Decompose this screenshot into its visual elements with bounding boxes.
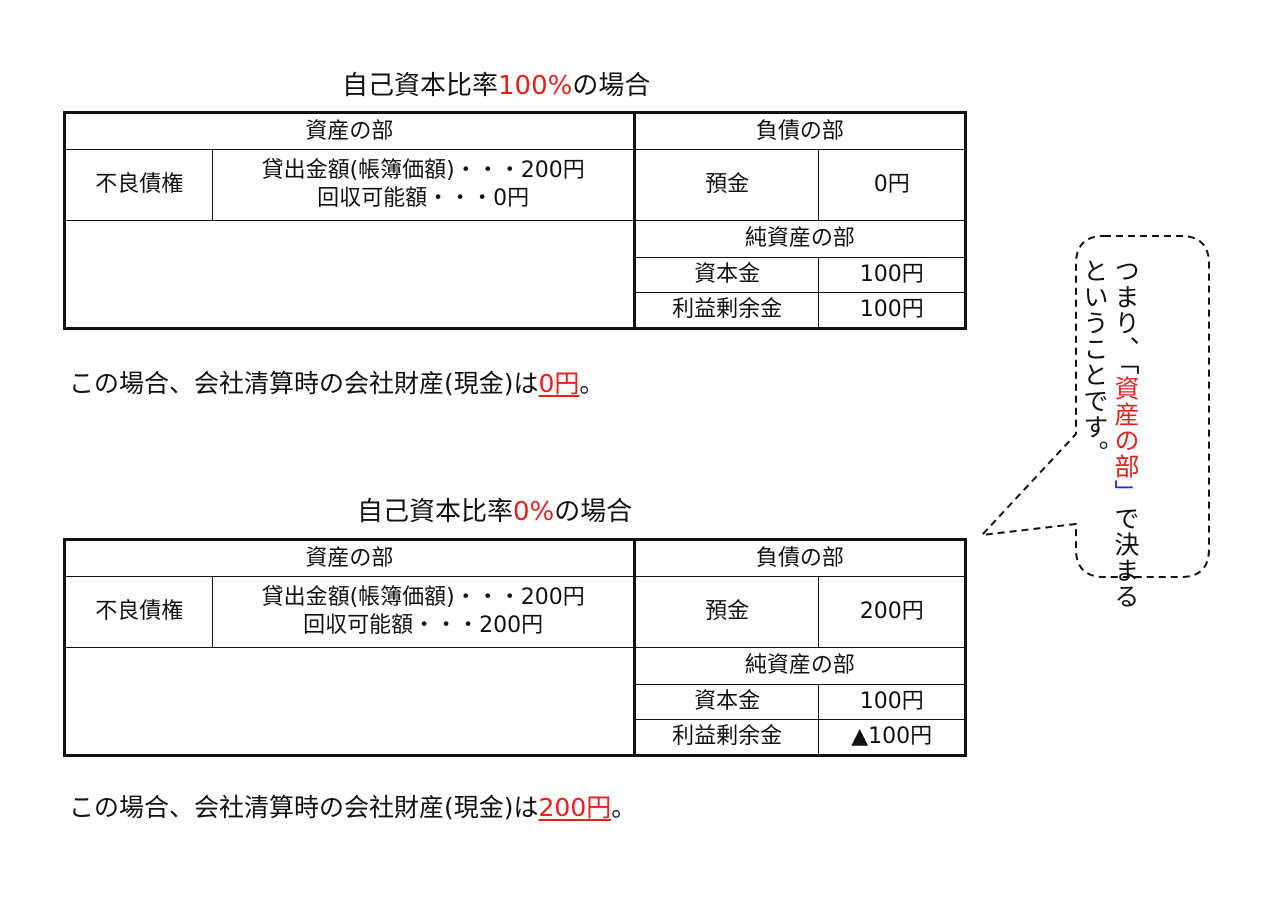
case2-title: 自己資本比率0%の場合 bbox=[357, 497, 632, 527]
case2-summary-text: この場合、会社清算時の会社財産(現金)は bbox=[69, 793, 539, 822]
case2-capital-label: 資本金 bbox=[633, 684, 820, 720]
case2-retained-value: ▲100円 bbox=[818, 719, 966, 756]
case2-assets-header: 資産の部 bbox=[64, 539, 636, 577]
case1-net-assets-header: 純資産の部 bbox=[633, 220, 967, 258]
callout-outline bbox=[979, 235, 1210, 578]
case2-asset-detail: 貸出金額(帳簿価額)・・・200円 回収可能額・・・200円 bbox=[212, 576, 636, 648]
callout-close-bracket: 」 bbox=[1111, 479, 1140, 506]
case2-title-prefix: 自己資本比率 bbox=[357, 497, 514, 527]
case1-liabilities-header: 負債の部 bbox=[633, 112, 967, 150]
case2-asset-line1: 貸出金額(帳簿価額)・・・200円 bbox=[261, 585, 585, 610]
case2-deposit-label: 預金 bbox=[633, 576, 820, 648]
case2-blank-area bbox=[64, 647, 636, 756]
case2-title-ratio: 0% bbox=[513, 497, 555, 527]
callout-part1: つまり、 bbox=[1111, 258, 1140, 362]
case1-title-prefix: 自己資本比率 bbox=[342, 71, 499, 101]
case2-net-assets-header: 純資産の部 bbox=[633, 647, 967, 685]
case1-assets-header: 資産の部 bbox=[64, 112, 636, 150]
case2-summary-end: 。 bbox=[611, 793, 637, 822]
case2-capital-value: 100円 bbox=[818, 684, 966, 720]
case1-balance-sheet: 資産の部 負債の部 不良債権 貸出金額(帳簿価額)・・・200円 回収可能額・・… bbox=[63, 111, 967, 330]
case1-summary-text: この場合、会社清算時の会社財産(現金)は bbox=[69, 369, 539, 398]
case1-deposit-label: 預金 bbox=[633, 149, 820, 221]
callout-bubble: つまり、「資産の部」で決まる ということです。 bbox=[976, 234, 1211, 610]
case1-capital-value: 100円 bbox=[818, 257, 966, 293]
case1-summary-end: 。 bbox=[579, 369, 605, 398]
callout-part2: で決まる bbox=[1111, 505, 1140, 610]
case1-title-ratio: 100% bbox=[498, 71, 573, 101]
callout-text: つまり、「資産の部」で決まる ということです。 bbox=[1079, 258, 1141, 610]
case2-balance-sheet: 資産の部 負債の部 不良債権 貸出金額(帳簿価額)・・・200円 回収可能額・・… bbox=[63, 538, 967, 757]
case2-asset-label: 不良債権 bbox=[63, 576, 214, 648]
case2-title-suffix: の場合 bbox=[554, 497, 633, 527]
case1-deposit-value: 0円 bbox=[818, 149, 966, 221]
case1-blank-area bbox=[64, 220, 636, 329]
case1-asset-line2: 回収可能額・・・0円 bbox=[317, 186, 530, 211]
case2-retained-label: 利益剰余金 bbox=[633, 719, 820, 756]
callout-part3: ということです。 bbox=[1080, 258, 1109, 466]
case2-summary-amount: 200円 bbox=[538, 793, 612, 822]
case1-retained-label: 利益剰余金 bbox=[633, 292, 820, 329]
case2-deposit-value: 200円 bbox=[818, 576, 966, 648]
case1-asset-label: 不良債権 bbox=[63, 149, 214, 221]
callout-highlight: 資産の部 bbox=[1111, 375, 1140, 480]
case2-summary: この場合、会社清算時の会社財産(現金)は200円。 bbox=[69, 793, 636, 823]
case2-asset-line2: 回収可能額・・・200円 bbox=[303, 613, 544, 638]
case1-asset-detail: 貸出金額(帳簿価額)・・・200円 回収可能額・・・0円 bbox=[212, 149, 636, 221]
case1-asset-line1: 貸出金額(帳簿価額)・・・200円 bbox=[261, 158, 585, 183]
case1-capital-label: 資本金 bbox=[633, 257, 820, 293]
case2-liabilities-header: 負債の部 bbox=[633, 539, 967, 577]
case1-title-suffix: の場合 bbox=[572, 71, 651, 101]
case1-title: 自己資本比率100%の場合 bbox=[342, 71, 650, 101]
callout-open-bracket: 「 bbox=[1111, 362, 1140, 376]
case1-retained-value: 100円 bbox=[818, 292, 966, 329]
case1-summary-amount: 0円 bbox=[538, 369, 580, 398]
case1-summary: この場合、会社清算時の会社財産(現金)は0円。 bbox=[69, 369, 604, 399]
